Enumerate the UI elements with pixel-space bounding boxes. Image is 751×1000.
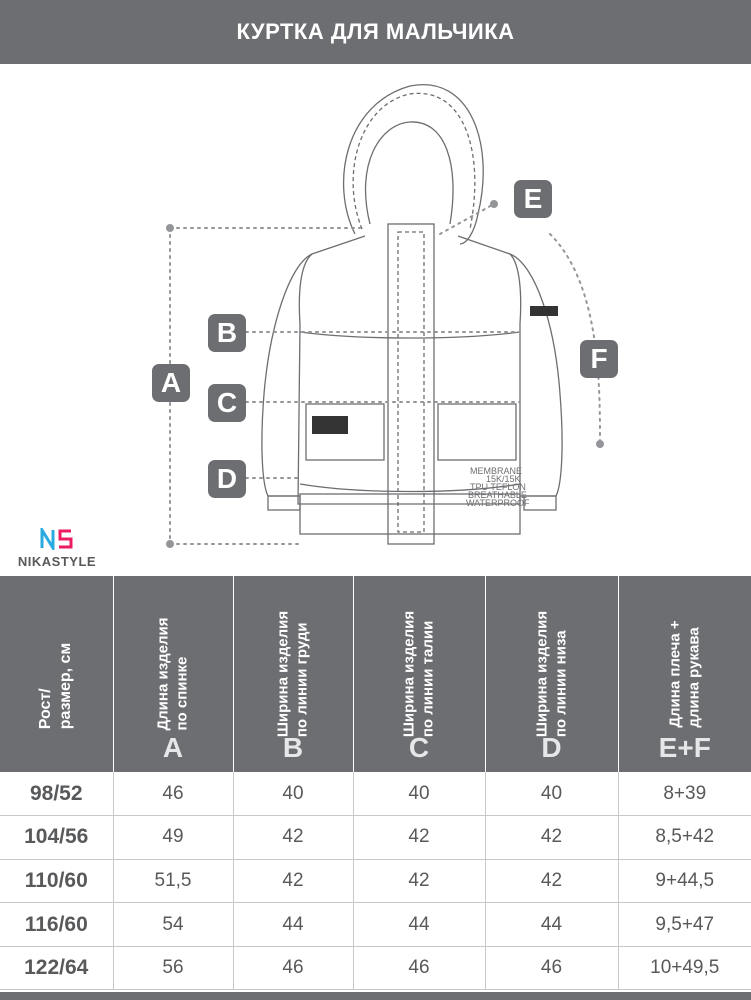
print-text-3: TPU TEFLON — [470, 482, 526, 492]
table-row: 122/64 56 46 46 46 10+49,5 — [0, 946, 751, 991]
label-f: F — [580, 340, 618, 378]
label-c: C — [208, 384, 246, 422]
cell-c: 42 — [353, 859, 486, 904]
jacket-body — [297, 235, 522, 505]
header-size-text: Рост/ размер, см — [37, 642, 75, 730]
print-text-5: WATERPROOF — [466, 498, 530, 508]
dim-line-f — [549, 233, 601, 445]
cell-size: 122/64 — [0, 946, 114, 991]
header-ef-text: Длина плеча + длина рукава — [666, 620, 702, 728]
cell-c: 40 — [353, 772, 486, 817]
cell-c: 44 — [353, 902, 486, 947]
cell-c: 42 — [353, 815, 486, 860]
header-ef-letter: E+F — [658, 732, 711, 763]
label-b: B — [208, 314, 246, 352]
cell-d: 42 — [485, 815, 619, 860]
cell-a: 46 — [113, 772, 234, 817]
cell-a: 51,5 — [113, 859, 234, 904]
cell-a: 54 — [113, 902, 234, 947]
hood-inner — [365, 121, 454, 225]
zip-placket — [387, 223, 435, 545]
header-d: Ширина изделия по линии низа D — [485, 576, 619, 772]
hood-outline — [343, 84, 484, 245]
hood-seam — [352, 92, 476, 230]
header-size: Рост/ размер, см — [0, 576, 114, 772]
cell-ef: 8,5+42 — [618, 815, 751, 860]
bottom-bar — [0, 992, 751, 1000]
cell-a: 49 — [113, 815, 234, 860]
brand-name: NIKASTYLE — [17, 554, 97, 569]
cell-b: 44 — [233, 902, 354, 947]
table-header-row: Рост/ размер, см Длина изделия по спинке… — [0, 576, 751, 772]
left-sleeve — [261, 253, 313, 497]
cell-ef: 9,5+47 — [618, 902, 751, 947]
header-c: Ширина изделия по линии талии C — [353, 576, 486, 772]
cell-d: 40 — [485, 772, 619, 817]
header-b-letter: B — [282, 732, 304, 763]
header-c-letter: C — [408, 732, 430, 763]
cell-d: 44 — [485, 902, 619, 947]
cell-b: 42 — [233, 859, 354, 904]
size-table: Рост/ размер, см Длина изделия по спинке… — [0, 576, 751, 991]
cell-b: 42 — [233, 815, 354, 860]
brand-logo — [40, 528, 73, 550]
header-a-text: Длина изделия по спинке — [154, 617, 190, 731]
page-title: КУРТКА ДЛЯ МАЛЬЧИКА — [0, 0, 751, 64]
label-a: A — [152, 364, 190, 402]
right-pocket — [437, 403, 517, 461]
label-e: E — [514, 180, 552, 218]
cell-size: 98/52 — [0, 772, 114, 817]
jacket-drawing: MEMBRANE 15K/15K TPU TEFLON BREATHABLE W… — [166, 84, 604, 548]
header-a: Длина изделия по спинке A — [113, 576, 234, 772]
header-d-letter: D — [541, 732, 562, 763]
table-row: 98/52 46 40 40 40 8+39 — [0, 772, 751, 817]
cell-ef: 9+44,5 — [618, 859, 751, 904]
cell-d: 42 — [485, 859, 619, 904]
brand-block: NIKASTYLE — [12, 528, 102, 569]
header-b-text: Ширина изделия по линии груди — [274, 610, 310, 738]
table-row: 116/60 54 44 44 44 9,5+47 — [0, 902, 751, 947]
header-b: Ширина изделия по линии груди B — [233, 576, 354, 772]
cell-size: 116/60 — [0, 902, 114, 947]
dim-line-a — [169, 227, 361, 545]
jacket-diagram: MEMBRANE 15K/15K TPU TEFLON BREATHABLE W… — [0, 64, 751, 576]
cell-ef: 10+49,5 — [618, 946, 751, 991]
left-pocket — [305, 403, 385, 461]
print-text-4: BREATHABLE — [468, 490, 527, 500]
cell-b: 40 — [233, 772, 354, 817]
right-sleeve — [509, 253, 563, 497]
header-a-letter: A — [162, 732, 184, 763]
cell-a: 56 — [113, 946, 234, 991]
header-ef: Длина плеча + длина рукава E+F — [618, 576, 751, 772]
print-text-1: MEMBRANE — [470, 466, 522, 476]
cell-b: 46 — [233, 946, 354, 991]
cell-ef: 8+39 — [618, 772, 751, 817]
dim-line-e — [439, 203, 495, 235]
cell-c: 46 — [353, 946, 486, 991]
header-d-text: Ширина изделия по линии низа — [532, 610, 569, 738]
cell-d: 46 — [485, 946, 619, 991]
header-c-text: Ширина изделия по линии талии — [400, 610, 436, 738]
print-text-2: 15K/15K — [486, 474, 521, 484]
cell-size: 110/60 — [0, 859, 114, 904]
table-row: 104/56 49 42 42 42 8,5+42 — [0, 815, 751, 860]
cell-size: 104/56 — [0, 815, 114, 860]
table-row: 110/60 51,5 42 42 42 9+44,5 — [0, 859, 751, 904]
label-d: D — [208, 460, 246, 498]
